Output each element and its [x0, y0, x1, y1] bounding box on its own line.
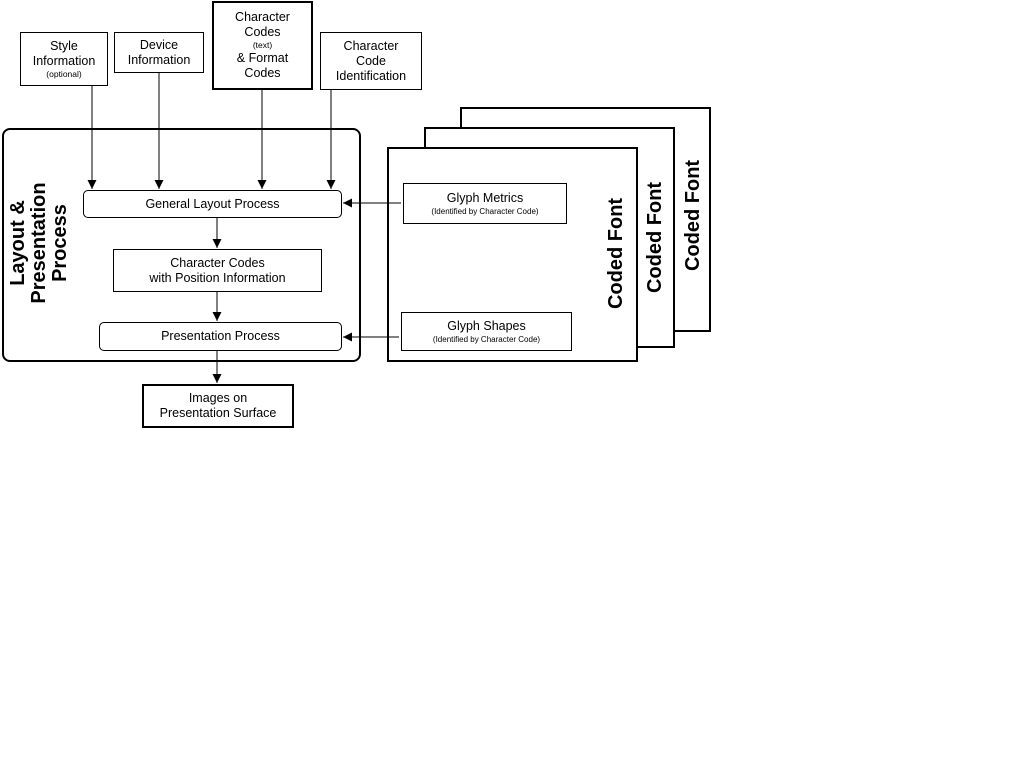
- device-information-line1: Device: [139, 37, 179, 52]
- style-information-line2: Information: [32, 53, 96, 68]
- coded-font-label-back: Coded Font: [682, 159, 704, 271]
- general-layout-process-label: General Layout Process: [145, 196, 280, 211]
- layout-presentation-title-line3: Process: [49, 204, 71, 282]
- images-on-surface-line2: Presentation Surface: [159, 406, 277, 420]
- images-on-surface-box: Images on Presentation Surface: [142, 384, 294, 428]
- layout-presentation-title-line1: Layout &: [7, 200, 29, 286]
- glyph-shapes-title: Glyph Shapes: [447, 318, 526, 333]
- style-information-line1: Style: [50, 38, 78, 53]
- char-code-id-line3: Identification: [335, 68, 407, 83]
- glyph-metrics-title: Glyph Metrics: [446, 190, 524, 205]
- character-codes-line1: Character: [235, 10, 290, 24]
- glyph-shapes-note: (Identified by Character Code): [432, 334, 541, 344]
- glyph-shapes-box: Glyph Shapes (Identified by Character Co…: [401, 312, 572, 351]
- images-on-surface-line1: Images on: [188, 391, 248, 405]
- coded-font-label-front: Coded Font: [605, 197, 627, 309]
- layout-presentation-title-line2: Presentation: [28, 182, 50, 304]
- glyph-metrics-note: (Identified by Character Code): [431, 206, 539, 216]
- general-layout-process-box: General Layout Process: [83, 190, 342, 218]
- style-information-box: Style Information (optional): [20, 32, 108, 86]
- character-code-identification-box: Character Code Identification: [320, 32, 422, 90]
- presentation-process-label: Presentation Process: [161, 329, 280, 343]
- positioned-codes-line2: with Position Information: [149, 270, 286, 285]
- layout-presentation-title: Layout & Presentation Process: [7, 173, 71, 313]
- style-information-note: (optional): [46, 68, 82, 79]
- coded-font-label-middle: Coded Font: [644, 181, 666, 293]
- device-information-box: Device Information: [114, 32, 204, 73]
- character-codes-line3: & Format: [236, 51, 289, 65]
- glyph-metrics-box: Glyph Metrics (Identified by Character C…: [403, 183, 567, 224]
- character-codes-line4: Codes: [244, 66, 281, 80]
- character-codes-note: (text): [252, 40, 273, 50]
- character-codes-line2: Codes: [244, 25, 281, 39]
- character-codes-box: Character Codes (text) & Format Codes: [212, 1, 313, 90]
- char-code-id-line1: Character: [343, 38, 399, 53]
- char-code-id-line2: Code: [356, 53, 386, 68]
- positioned-character-codes-box: Character Codes with Position Informatio…: [113, 249, 322, 292]
- device-information-line2: Information: [127, 52, 191, 67]
- positioned-codes-line1: Character Codes: [170, 255, 265, 270]
- coded-font-card-front: Coded Font Glyph Metrics (Identified by …: [387, 147, 638, 362]
- presentation-process-box: Presentation Process: [99, 322, 342, 351]
